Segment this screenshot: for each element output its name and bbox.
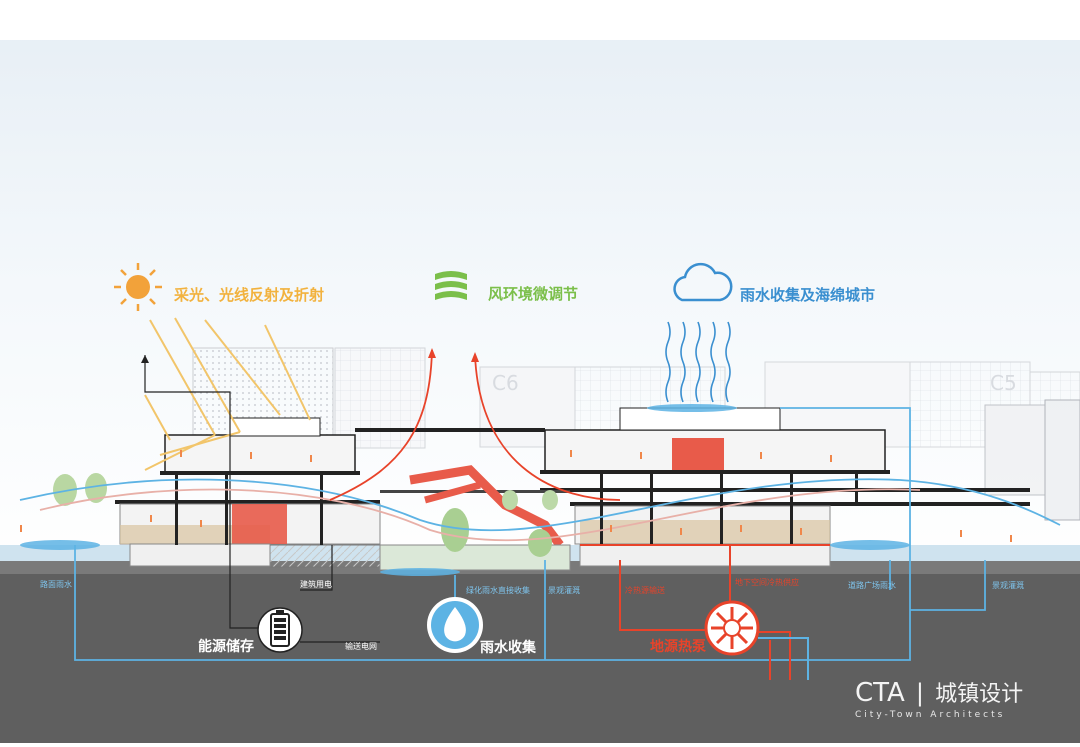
road-rainwater-label: 路面雨水: [40, 580, 72, 589]
brand-english: City-Town Architects: [855, 710, 1006, 720]
cloud-icon: [673, 262, 733, 302]
water-pools: [20, 404, 910, 576]
grid-transmission-label: 输送电网: [345, 642, 377, 651]
brand-chinese: 城镇设计: [935, 682, 1024, 707]
building-c5-label: C5: [990, 371, 1017, 395]
geothermal-pipes: [580, 544, 830, 680]
rain-header: 雨水收集及海绵城市: [740, 286, 876, 304]
solar-header: 采光、光线反射及折射: [174, 286, 325, 304]
building-power-label: 建筑用电: [300, 580, 332, 589]
people-markers: [20, 450, 1012, 542]
top-band: [0, 0, 1080, 40]
brand-divider: |: [915, 679, 924, 707]
brand-cta: CTA: [855, 678, 905, 708]
brand-watermark: CTA | 城镇设计: [855, 676, 1023, 708]
wind-header: 风环境微调节: [488, 285, 579, 303]
heat-pump-icon: [704, 600, 760, 656]
trees: [53, 473, 558, 557]
energy-wire-upper: [144, 355, 231, 545]
battery-icon: [257, 607, 303, 653]
rain-collection-label: 雨水收集: [480, 640, 536, 656]
heat-source-label: 冷热源输送: [625, 586, 665, 595]
landscape-irrigation-label: 景观灌溉: [548, 586, 580, 595]
road-plaza-rainwater-label: 道路广场雨水: [848, 581, 896, 590]
underground-supply-label: 地下空间冷热供应: [735, 578, 799, 587]
water-drop-icon: [427, 597, 483, 653]
solar-rays: [144, 317, 311, 471]
rain-pipes: [74, 407, 986, 661]
sun-icon: [114, 263, 162, 311]
green-rain-collect-label: 绿化雨水直接收集: [466, 586, 530, 595]
wind-icon: [435, 271, 467, 300]
energy-wires: [229, 545, 380, 643]
geothermal-label: 地源热泵: [650, 639, 706, 655]
landscape-irrigation-2-label: 景观灌溉: [992, 581, 1024, 590]
rain-lines: [665, 321, 731, 403]
energy-storage-label: 能源储存: [198, 639, 254, 655]
main-building: [115, 407, 1030, 571]
building-c6-label: C6: [492, 371, 519, 395]
underground: [0, 572, 1080, 743]
wind-flow: [19, 349, 1061, 542]
